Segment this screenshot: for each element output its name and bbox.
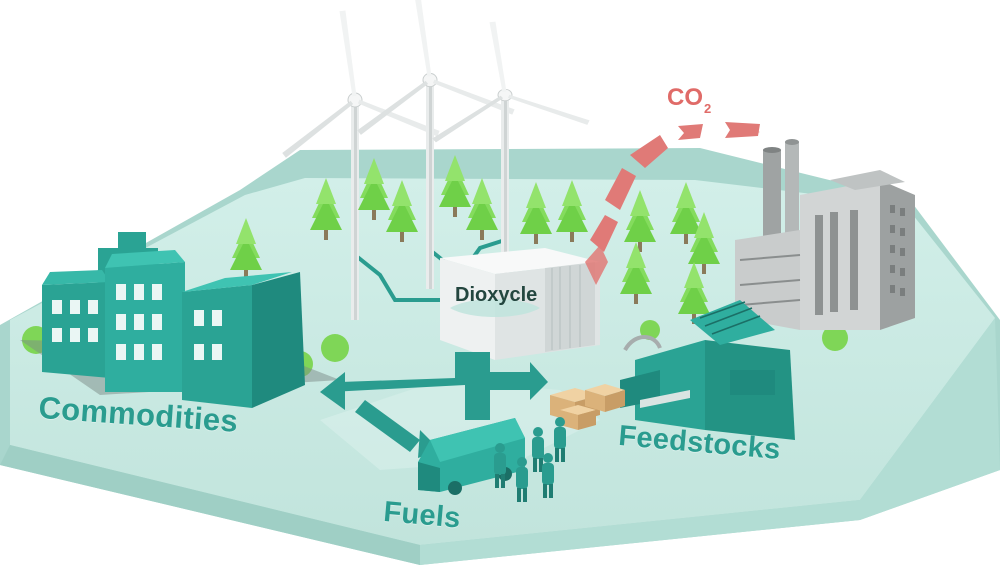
- co2-subscript: 2: [704, 101, 712, 116]
- co2-arrows: [585, 122, 760, 285]
- paths: [320, 380, 600, 470]
- feedstock-plant-icon: [620, 300, 795, 440]
- co2-main: CO: [667, 84, 703, 111]
- dioxycle-logo-text: Dioxycle: [455, 284, 538, 306]
- dioxycle-unit: [440, 248, 600, 360]
- box-icon: [550, 384, 625, 430]
- building-icon: [20, 232, 340, 408]
- factory-icon: [735, 139, 915, 330]
- label-co2: CO2: [667, 84, 711, 116]
- label-fuels: Fuels: [382, 496, 462, 535]
